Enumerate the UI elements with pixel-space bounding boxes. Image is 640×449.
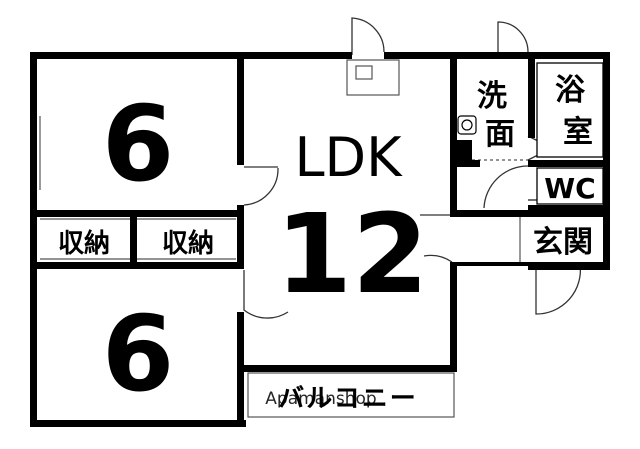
bathroom-box [536,62,604,158]
closet-right-label: 収納 [162,228,214,259]
door-swing-icon [351,17,385,55]
washroom-label-2: 面 [485,117,515,152]
closet-left-label: 収納 [58,228,110,259]
ldk-label: LDK [294,126,403,189]
door-swing-icon [497,21,529,55]
balcony-outline [247,372,455,418]
door-swing-icon [483,165,529,209]
kitchen-sink-icon [355,65,373,80]
bedroom-top-size: 6 [102,83,174,205]
bathroom-label-2: 室 [563,115,593,150]
door-swing-icon [243,270,289,319]
washing-machine-icon [457,115,477,135]
door-swing-icon [420,214,453,263]
ldk-size: 12 [275,190,428,318]
walls [30,52,610,427]
washroom-label-1: 洗 [477,79,507,114]
toilet-label: WC [544,172,595,205]
entrance-label: 玄関 [533,225,593,260]
toilet-box [536,167,604,205]
watermark: Apamanshop [265,389,376,409]
balcony-label: バルコニー [278,384,417,414]
bedroom-bottom-size: 6 [102,293,174,415]
door-swing-icon [535,262,582,315]
bathroom-label-1: 浴 [555,73,586,108]
door-swing-icon [243,166,279,206]
kitchen-counter [346,59,400,96]
